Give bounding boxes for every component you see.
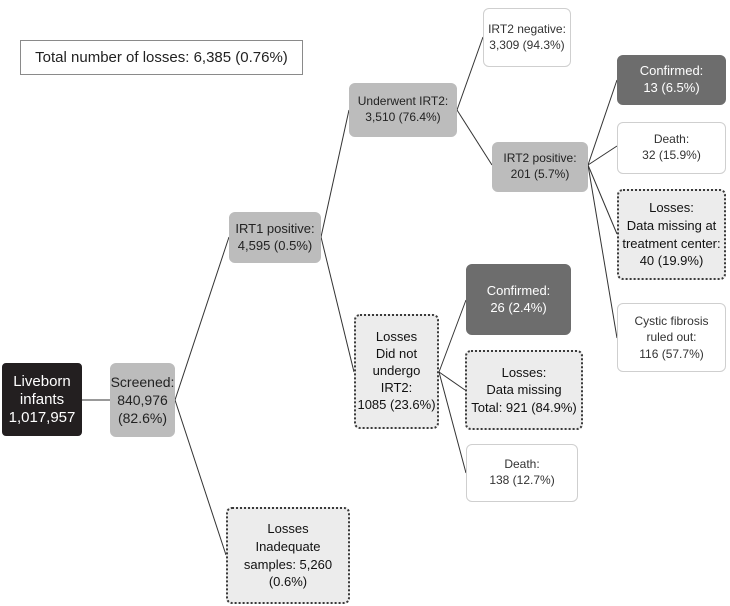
node-confirmed1-line1: Confirmed: <box>639 63 704 79</box>
connector-positive-missingcenter <box>587 164 618 235</box>
node-irt1-positive-line2: 4,595 (0.5%) <box>237 237 313 253</box>
node-liveborn-line2: infants <box>19 390 65 408</box>
node-death1-line2: 32 (15.9%) <box>642 148 701 162</box>
node-irt2-negative-line1: IRT2 negative: <box>488 21 566 36</box>
connector-positive-confirmed1 <box>587 79 618 166</box>
node-inadequate-line4: (0.6%) <box>268 574 308 590</box>
node-death2-line2: 138 (12.7%) <box>489 473 555 487</box>
node-irt2-negative: IRT2 negative: 3,309 (94.3%) <box>483 8 571 67</box>
node-death-irt2: Death: 32 (15.9%) <box>617 122 726 174</box>
total-losses-box: Total number of losses: 6,385 (0.76%) <box>20 40 303 75</box>
connector-screened-irt1 <box>174 236 230 401</box>
connector-notundergo-death2 <box>438 371 467 474</box>
node-inadequate-line1: Losses <box>267 521 309 537</box>
node-death-no-irt2: Death: 138 (12.7%) <box>466 444 578 502</box>
node-data-missing-total: Losses: Data missing Total: 921 (84.9%) <box>465 350 583 430</box>
node-irt2-positive: IRT2 positive: 201 (5.7%) <box>492 142 588 192</box>
connector-positive-cfruledout <box>587 164 618 339</box>
node-missingtotal-line3: Total: 921 (84.9%) <box>471 399 577 415</box>
node-cfruledout-line2: ruled out: <box>646 330 697 345</box>
node-liveborn: Liveborn infants 1,017,957 <box>2 363 82 436</box>
node-underwent-line1: Underwent IRT2: <box>357 94 449 109</box>
connector-irt1-notundergo <box>320 236 355 373</box>
node-irt2-positive-line1: IRT2 positive: <box>503 151 577 166</box>
node-cf-ruled-out: Cystic fibrosis ruled out: 116 (57.7%) <box>617 303 726 372</box>
node-inadequate-line3: samples: 5,260 <box>243 556 333 572</box>
node-irt1-positive: IRT1 positive: 4,595 (0.5%) <box>229 212 321 263</box>
node-liveborn-line1: Liveborn <box>13 372 71 390</box>
node-death1-line1: Death: <box>653 132 690 147</box>
node-inadequate-samples: Losses Inadequate samples: 5,260 (0.6%) <box>226 507 350 604</box>
node-confirmed-irt2: Confirmed: 13 (6.5%) <box>617 55 726 105</box>
node-liveborn-line3: 1,017,957 <box>8 408 76 426</box>
connector-irt1-underwent <box>320 109 350 238</box>
connector-notundergo-missingtotal <box>438 371 466 391</box>
node-missingcenter-line2: Data missing at <box>626 217 717 233</box>
node-notundergo-line4: IRT2: <box>380 379 413 395</box>
node-screened: Screened: 840,976 (82.6%) <box>110 363 175 437</box>
node-cfruledout-line3: 116 (57.7%) <box>639 346 704 361</box>
connector-underwent-positive <box>456 109 493 166</box>
node-death2-line1: Death: <box>504 457 540 472</box>
node-notundergo-line2: Did not <box>375 346 418 362</box>
connector-notundergo-confirmed2 <box>438 299 467 373</box>
node-missingcenter-line4: 40 (19.9%) <box>639 253 704 269</box>
node-missingcenter-line3: treatment center: <box>622 235 721 251</box>
node-irt2-positive-line2: 201 (5.7%) <box>510 167 570 181</box>
node-missingtotal-line2: Data missing <box>486 382 562 398</box>
node-screened-line3: (82.6%) <box>117 410 168 427</box>
node-notundergo-line5: 1085 (23.6%) <box>357 396 436 412</box>
node-inadequate-line2: Inadequate <box>255 538 321 554</box>
connector-screened-inadequate <box>174 399 227 556</box>
node-cfruledout-line1: Cystic fibrosis <box>634 314 709 329</box>
node-confirmed1-line2: 13 (6.5%) <box>643 80 700 95</box>
total-losses-text: Total number of losses: 6,385 (0.76%) <box>35 49 288 66</box>
node-confirmed2-line1: Confirmed: <box>486 282 551 298</box>
connector-positive-death1 <box>587 145 618 166</box>
node-screened-line1: Screened: <box>110 373 175 390</box>
node-notundergo-line1: Losses <box>375 329 418 345</box>
node-notundergo-line3: undergo <box>372 363 421 379</box>
node-confirmed2-line2: 26 (2.4%) <box>490 299 547 315</box>
node-confirmed-no-irt2: Confirmed: 26 (2.4%) <box>466 264 571 335</box>
node-missingcenter-line1: Losses: <box>649 200 694 216</box>
node-screened-line2: 840,976 <box>117 391 168 408</box>
connector-underwent-negative <box>456 36 484 111</box>
node-irt1-positive-line1: IRT1 positive: <box>235 220 315 236</box>
node-underwent-irt2: Underwent IRT2: 3,510 (76.4%) <box>349 83 457 137</box>
node-not-undergo-irt2: Losses Did not undergo IRT2: 1085 (23.6%… <box>354 314 439 429</box>
node-missing-treatment-center: Losses: Data missing at treatment center… <box>617 189 726 280</box>
node-irt2-negative-line2: 3,309 (94.3%) <box>489 37 565 52</box>
node-missingtotal-line1: Losses: <box>501 364 547 380</box>
node-underwent-line2: 3,510 (76.4%) <box>365 110 441 124</box>
